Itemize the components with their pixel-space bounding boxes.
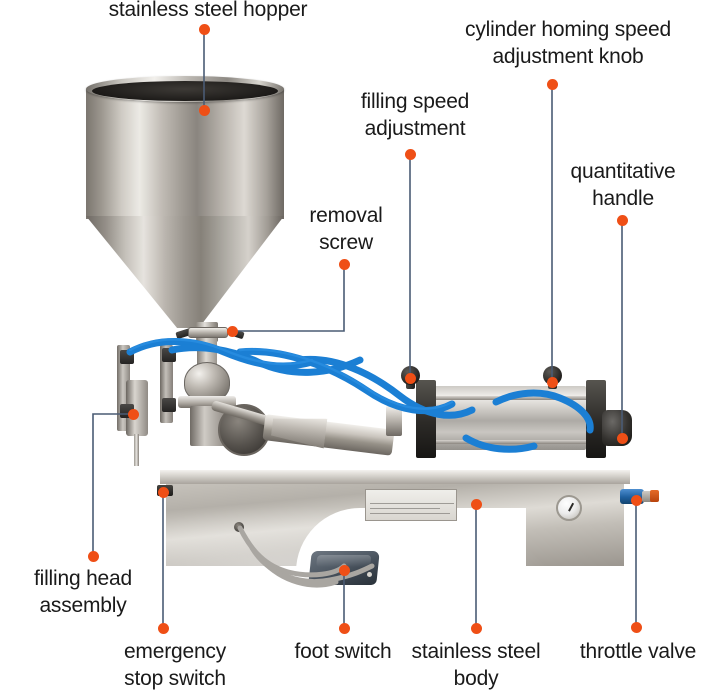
cylinder-endcap-right (586, 380, 606, 458)
throttle-valve-cap (650, 490, 659, 502)
callout-label-foot-switch: foot switch (294, 640, 392, 663)
cylinder-endcap-left (416, 380, 436, 458)
target-dot-quantitative-handle (616, 432, 628, 444)
hopper-opening (92, 81, 278, 101)
throttle-valve-nut (642, 491, 654, 502)
filling-nozzle-tip (134, 434, 139, 466)
cylinder-tie-rod-bottom (434, 440, 586, 444)
target-dot-throttle-valve (630, 494, 642, 506)
callout-dot-emergency-stop-switch (157, 622, 169, 634)
callout-label-filling-speed-adjustment: filling speed adjustment (360, 90, 470, 140)
callout-dot-removal-screw (338, 258, 350, 270)
callout-label-quantitative-handle: quantitative handle (570, 160, 676, 210)
hopper-body (86, 89, 284, 219)
callout-label-filling-head-assembly: filling head assembly (33, 567, 132, 617)
callout-dot-stainless-steel-body (470, 622, 482, 634)
callout-label-removal-screw: removal screw (309, 204, 383, 254)
callout-dot-filling-head-assembly (87, 550, 99, 562)
base-top-plate (160, 470, 630, 484)
foot-switch-indicator (367, 572, 372, 577)
callout-dot-throttle-valve (630, 621, 642, 633)
callout-label-stainless-steel-hopper: stainless steel hopper (108, 0, 308, 21)
target-dot-removal-screw (226, 325, 238, 337)
callout-label-stainless-steel-body: stainless steel body (411, 640, 541, 690)
callout-dot-cylinder-homing-speed-adjustment-knob (546, 78, 558, 90)
target-dot-cylinder-homing-speed-adjustment-knob (546, 376, 558, 388)
callout-dot-quantitative-handle (616, 214, 628, 226)
callout-dot-stainless-steel-hopper (198, 23, 210, 35)
nameplate: ▪ ▪ ▪ ▪ ▪ (365, 489, 457, 521)
callout-dot-foot-switch (338, 622, 350, 634)
callout-label-throttle-valve: throttle valve (579, 640, 697, 663)
callout-dot-filling-speed-adjustment (404, 148, 416, 160)
callout-label-cylinder-homing-speed-adjustment-knob: cylinder homing speed adjustment knob (465, 18, 671, 68)
target-dot-stainless-steel-body (470, 498, 482, 510)
target-dot-filling-head-assembly (127, 408, 139, 420)
callout-label-emergency-stop-switch: emergency stop switch (123, 640, 227, 690)
target-dot-filling-speed-adjustment (404, 372, 416, 384)
pressure-gauge (556, 495, 582, 521)
rotary-valve-body (184, 362, 230, 402)
target-dot-emergency-stop-switch (157, 486, 169, 498)
piston-rod-collar (386, 406, 402, 436)
air-fitting-4 (162, 398, 176, 412)
target-dot-stainless-steel-hopper (198, 104, 210, 116)
target-dot-foot-switch (338, 564, 350, 576)
